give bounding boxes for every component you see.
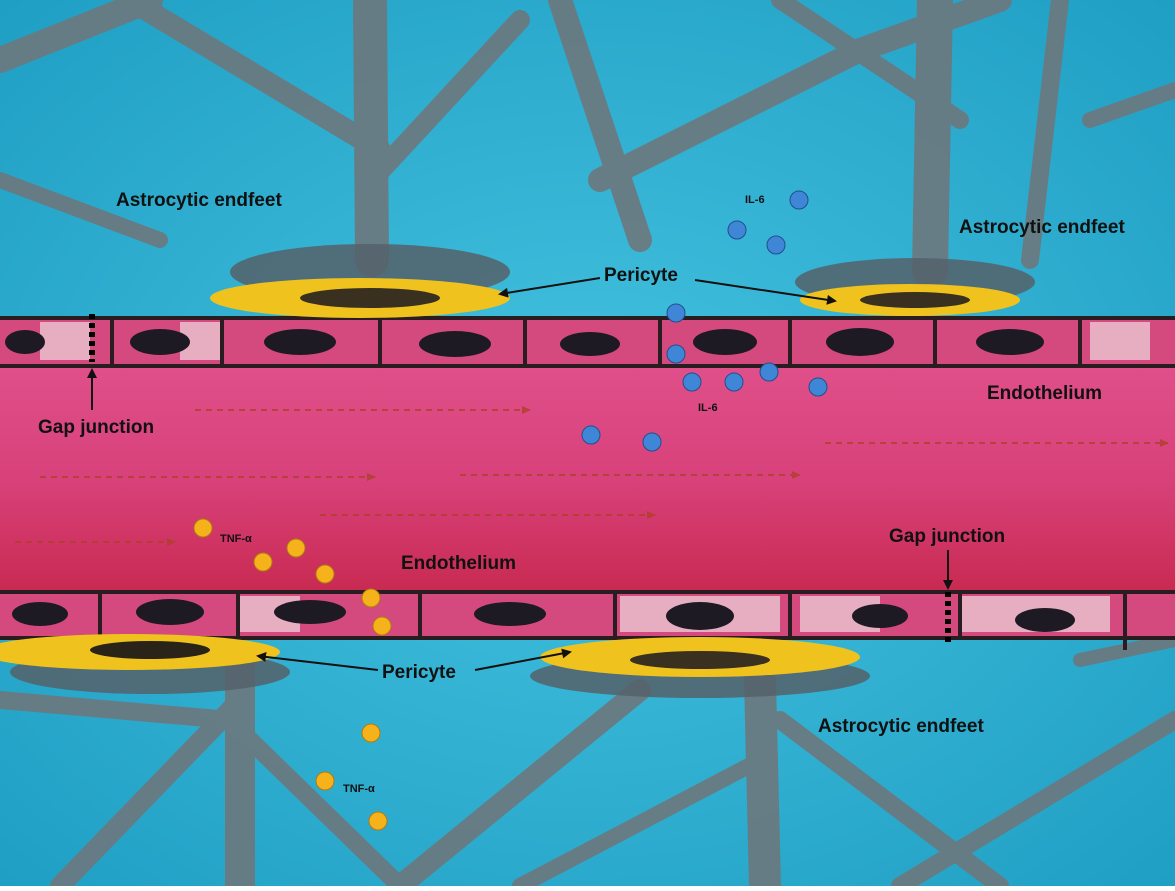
tnf-dot — [316, 772, 334, 790]
tnf-dot — [254, 553, 272, 571]
tnf-dot — [369, 812, 387, 830]
il6-dot — [767, 236, 785, 254]
il6-label-mid: IL-6 — [698, 403, 718, 414]
gap-junction-label-left: Gap junction — [38, 418, 154, 437]
astrocytic-endfeet-label-top-right: Astrocytic endfeet — [959, 218, 1125, 237]
il6-dot — [667, 304, 685, 322]
tnf-alpha-label-upper: TNF-α — [220, 534, 252, 545]
il6-label-top: IL-6 — [745, 195, 765, 206]
astrocytic-endfeet-label-bottom: Astrocytic endfeet — [818, 717, 984, 736]
il6-dot — [582, 426, 600, 444]
pericyte-label-top: Pericyte — [604, 266, 678, 285]
astrocytic-endfeet-label-top-left: Astrocytic endfeet — [116, 191, 282, 210]
il6-dot — [760, 363, 778, 381]
tnf-dot — [373, 617, 391, 635]
il6-dot — [725, 373, 743, 391]
tnf-dot — [316, 565, 334, 583]
pericyte-label-bottom: Pericyte — [382, 663, 456, 682]
tnf-alpha-label-lower: TNF-α — [343, 784, 375, 795]
endothelium-label-right: Endothelium — [987, 384, 1102, 403]
tnf-dot — [194, 519, 212, 537]
gap-junction-label-right: Gap junction — [889, 527, 1005, 546]
tnf-dot — [287, 539, 305, 557]
il6-dot — [790, 191, 808, 209]
endothelial-layer-top — [0, 318, 1175, 366]
tnf-dot — [362, 724, 380, 742]
il6-dot — [809, 378, 827, 396]
endothelium-label-center: Endothelium — [401, 554, 516, 573]
il6-dot — [643, 433, 661, 451]
il6-dot — [667, 345, 685, 363]
il6-dot — [728, 221, 746, 239]
il6-dot — [683, 373, 701, 391]
tnf-dot — [362, 589, 380, 607]
